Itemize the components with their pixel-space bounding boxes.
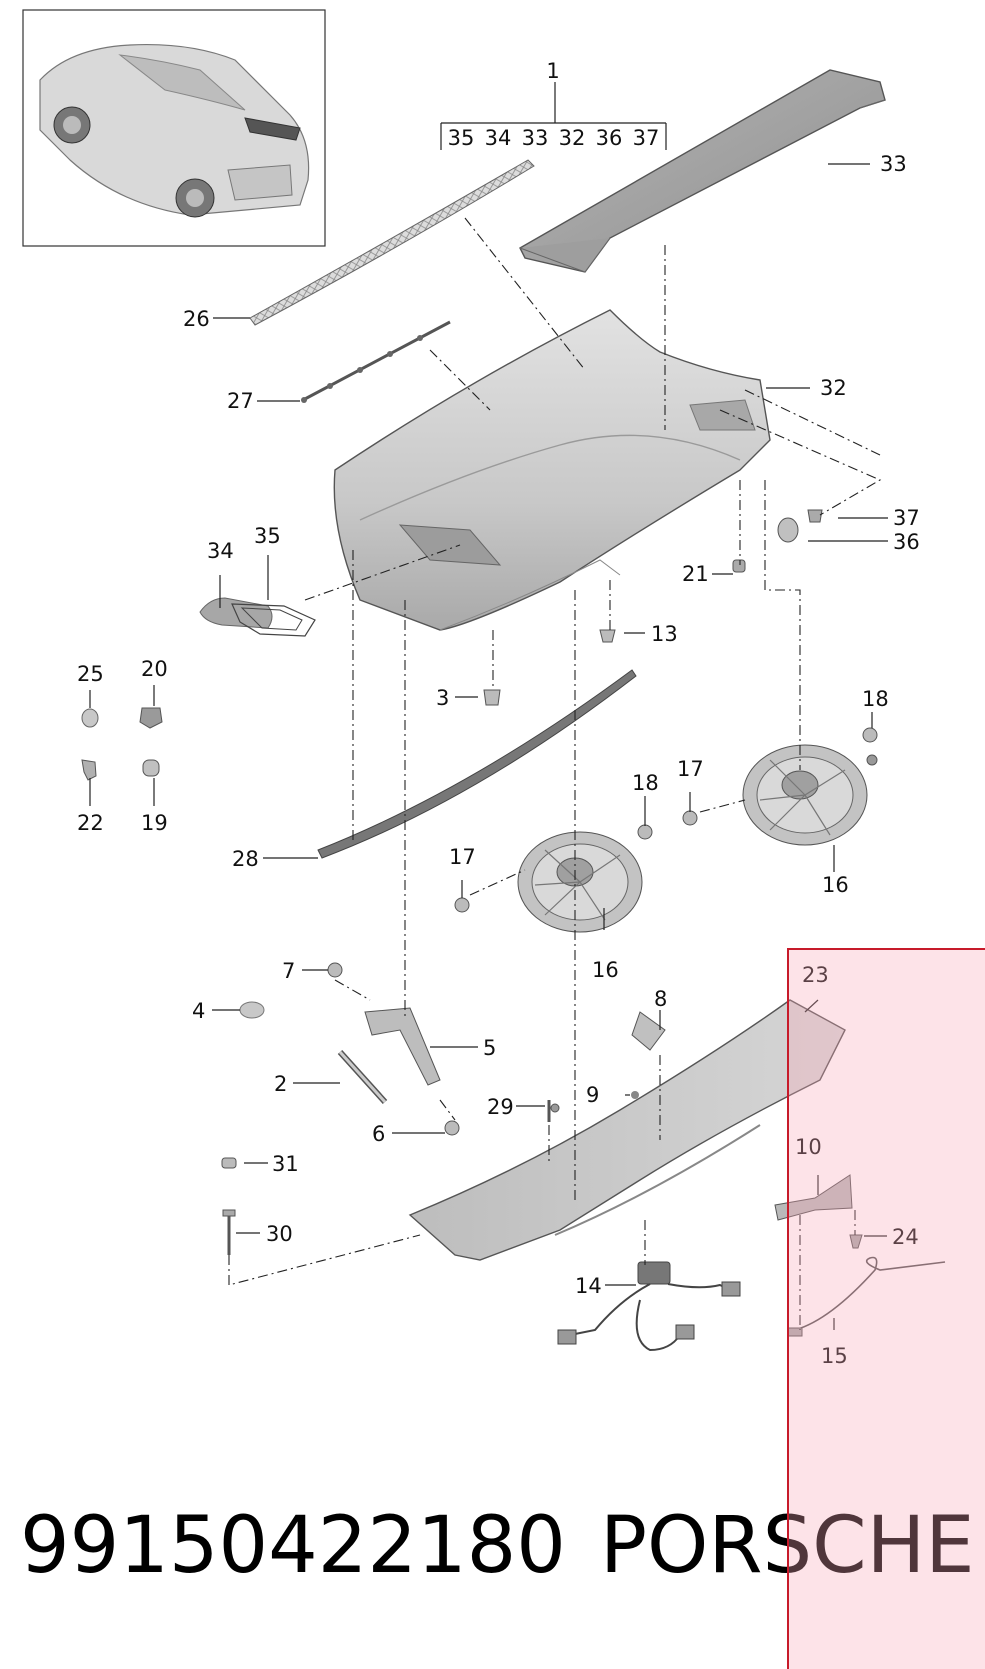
- callout-7: 7: [282, 959, 295, 983]
- callout-10: 10: [795, 1135, 822, 1159]
- mesh-strip: [249, 159, 535, 326]
- callout-36-group: 36: [596, 126, 623, 150]
- wiring-harness: [557, 1256, 946, 1352]
- group-bracket-1: [440, 82, 667, 150]
- leader-lines: [89, 163, 888, 1330]
- bolts: [221, 1100, 551, 1255]
- callout-27: 27: [227, 389, 254, 413]
- callout-35: 35: [254, 524, 281, 548]
- callout-15: 15: [821, 1344, 848, 1368]
- callout-29: 29: [487, 1095, 514, 1119]
- callout-31: 31: [272, 1152, 299, 1176]
- callout-18a: 18: [632, 771, 659, 795]
- callout-23: 23: [802, 963, 829, 987]
- cooling-fan-right: [742, 727, 878, 846]
- callout-14: 14: [575, 1274, 602, 1298]
- callout-26: 26: [183, 307, 210, 331]
- callout-2: 2: [274, 1072, 287, 1096]
- assembly-lines: [228, 217, 882, 1330]
- callout-30: 30: [266, 1222, 293, 1246]
- callout-36: 36: [893, 530, 920, 554]
- callout-37-group: 37: [633, 126, 660, 150]
- callout-4: 4: [192, 999, 205, 1023]
- callout-28: 28: [232, 847, 259, 871]
- callout-22: 22: [77, 811, 104, 835]
- callout-21: 21: [682, 562, 709, 586]
- callout-34-group: 34: [485, 126, 512, 150]
- callout-16a: 16: [592, 958, 619, 982]
- small-fasteners: [81, 509, 823, 781]
- callout-19: 19: [141, 811, 168, 835]
- callout-24: 24: [892, 1225, 919, 1249]
- cooling-fan-left: [454, 810, 698, 933]
- selection-highlight-overlay: [787, 948, 985, 1669]
- callout-20: 20: [141, 657, 168, 681]
- callout-35-group: 35: [448, 126, 475, 150]
- callout-6: 6: [372, 1122, 385, 1146]
- callout-25: 25: [77, 662, 104, 686]
- weatherstrip: [317, 669, 637, 859]
- callout-5: 5: [483, 1036, 496, 1060]
- rear-spoiler-wing: [519, 69, 886, 273]
- callout-9: 9: [586, 1083, 599, 1107]
- engine-lid: [333, 309, 771, 631]
- callout-8: 8: [654, 987, 667, 1011]
- callout-32: 32: [820, 376, 847, 400]
- callout-13: 13: [651, 622, 678, 646]
- callout-17b: 17: [677, 757, 704, 781]
- callout-3: 3: [436, 686, 449, 710]
- bracket: [774, 1174, 863, 1249]
- part-number: 99150422180: [20, 1501, 566, 1591]
- callout-34: 34: [207, 539, 234, 563]
- callout-18b: 18: [862, 687, 889, 711]
- callout-1: 1: [546, 59, 559, 83]
- callout-17a: 17: [449, 845, 476, 869]
- hinge-assembly: [239, 962, 460, 1136]
- badge-plate: [199, 597, 316, 637]
- cross-member-panel: [408, 999, 846, 1261]
- callout-37: 37: [893, 506, 920, 530]
- callout-16b: 16: [822, 873, 849, 897]
- car-thumbnail: [22, 9, 326, 247]
- callout-33-group: 33: [522, 126, 549, 150]
- callout-32-group: 32: [559, 126, 586, 150]
- callout-33: 33: [880, 152, 907, 176]
- seal-strip: [301, 320, 451, 403]
